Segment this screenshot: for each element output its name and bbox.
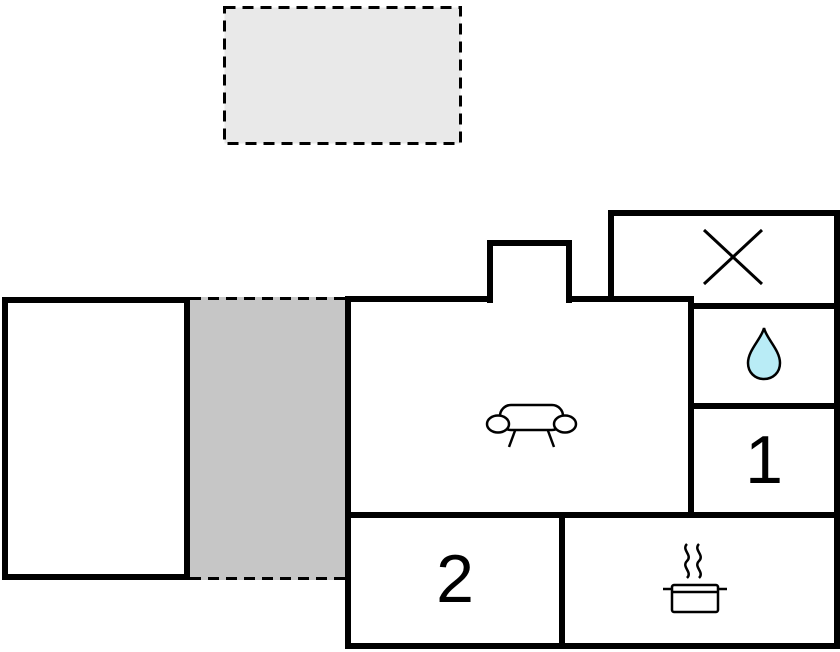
sofa-armrest-right bbox=[552, 414, 578, 434]
bedroom-1 bbox=[688, 403, 840, 518]
sofa-icon bbox=[485, 403, 578, 448]
bedroom-2 bbox=[345, 512, 565, 649]
stove-icon bbox=[663, 543, 727, 614]
water-drop-icon bbox=[746, 327, 782, 381]
cross-icon bbox=[702, 228, 764, 286]
cross-stroke-b bbox=[702, 228, 764, 286]
pot-body bbox=[670, 583, 720, 614]
steam-line-right bbox=[696, 543, 702, 579]
annex-room bbox=[2, 297, 190, 580]
steam-line-left bbox=[684, 543, 690, 579]
utility-room bbox=[608, 210, 840, 309]
sofa-armrest-left bbox=[485, 414, 511, 434]
kitchen bbox=[559, 512, 840, 649]
terrace-outline bbox=[223, 6, 462, 145]
covered-passage bbox=[190, 297, 345, 580]
bay-recess bbox=[487, 240, 572, 303]
